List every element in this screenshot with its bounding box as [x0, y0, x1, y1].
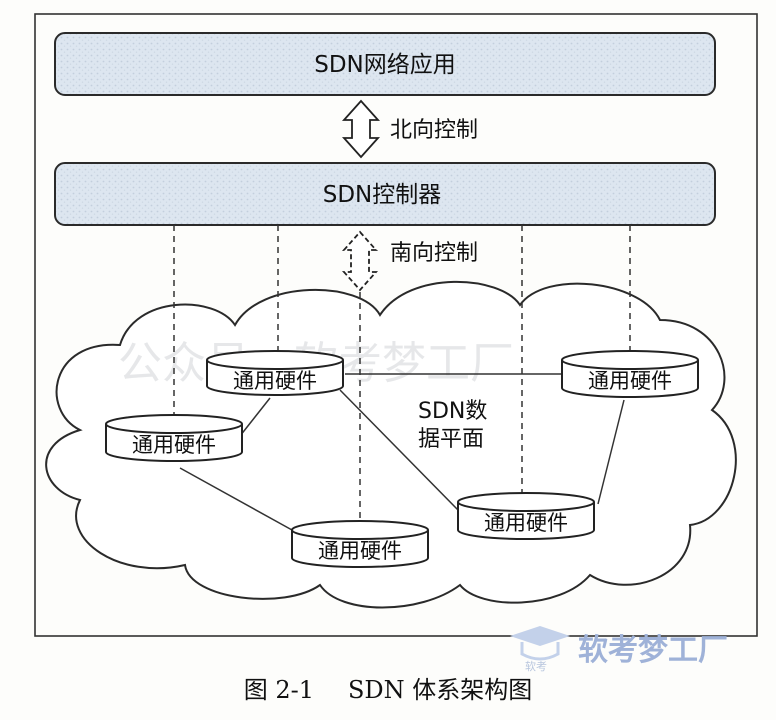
logo-small-text: 软考	[525, 659, 547, 673]
data-plane-label-line1: SDN数	[418, 399, 487, 424]
data-link	[339, 389, 459, 511]
southbound-arrow	[341, 230, 379, 292]
hardware-device-label: 通用硬件	[588, 369, 672, 393]
controller-links	[173, 225, 631, 522]
hardware-device-label: 通用硬件	[132, 433, 216, 457]
hardware-device: 通用硬件	[561, 350, 699, 398]
hardware-device: 通用硬件	[105, 414, 243, 462]
hardware-device: 通用硬件	[291, 520, 429, 568]
controller-layer-label: SDN控制器	[323, 182, 442, 208]
hardware-device-label: 通用硬件	[484, 511, 568, 535]
data-link	[179, 467, 293, 531]
application-layer-label: SDN网络应用	[314, 52, 456, 78]
data-link	[239, 397, 271, 437]
southbound-label: 南向控制	[390, 241, 478, 266]
data-links	[179, 373, 625, 531]
northbound-arrow	[341, 99, 381, 159]
hardware-device-label: 通用硬件	[233, 369, 317, 393]
data-plane-label-line2: 据平面	[418, 427, 484, 452]
controller-layer-box	[54, 162, 716, 226]
logo-text: 软考梦工厂	[578, 633, 728, 668]
figure-caption: 图 2-1 SDN 体系架构图	[0, 670, 776, 705]
outer-frame	[34, 13, 758, 637]
brand-logo: 软考 软考梦工厂	[510, 626, 728, 673]
hardware-device: 通用硬件	[206, 350, 344, 396]
figure-number: 图 2-1	[243, 676, 314, 704]
hardware-device: 通用硬件	[457, 492, 595, 540]
data-link	[597, 399, 625, 505]
hardware-device-label: 通用硬件	[318, 539, 402, 563]
northbound-label: 北向控制	[390, 118, 478, 143]
application-layer-box	[54, 32, 716, 96]
graduation-cap-icon	[510, 626, 570, 646]
figure-title: SDN 体系架构图	[347, 676, 533, 704]
